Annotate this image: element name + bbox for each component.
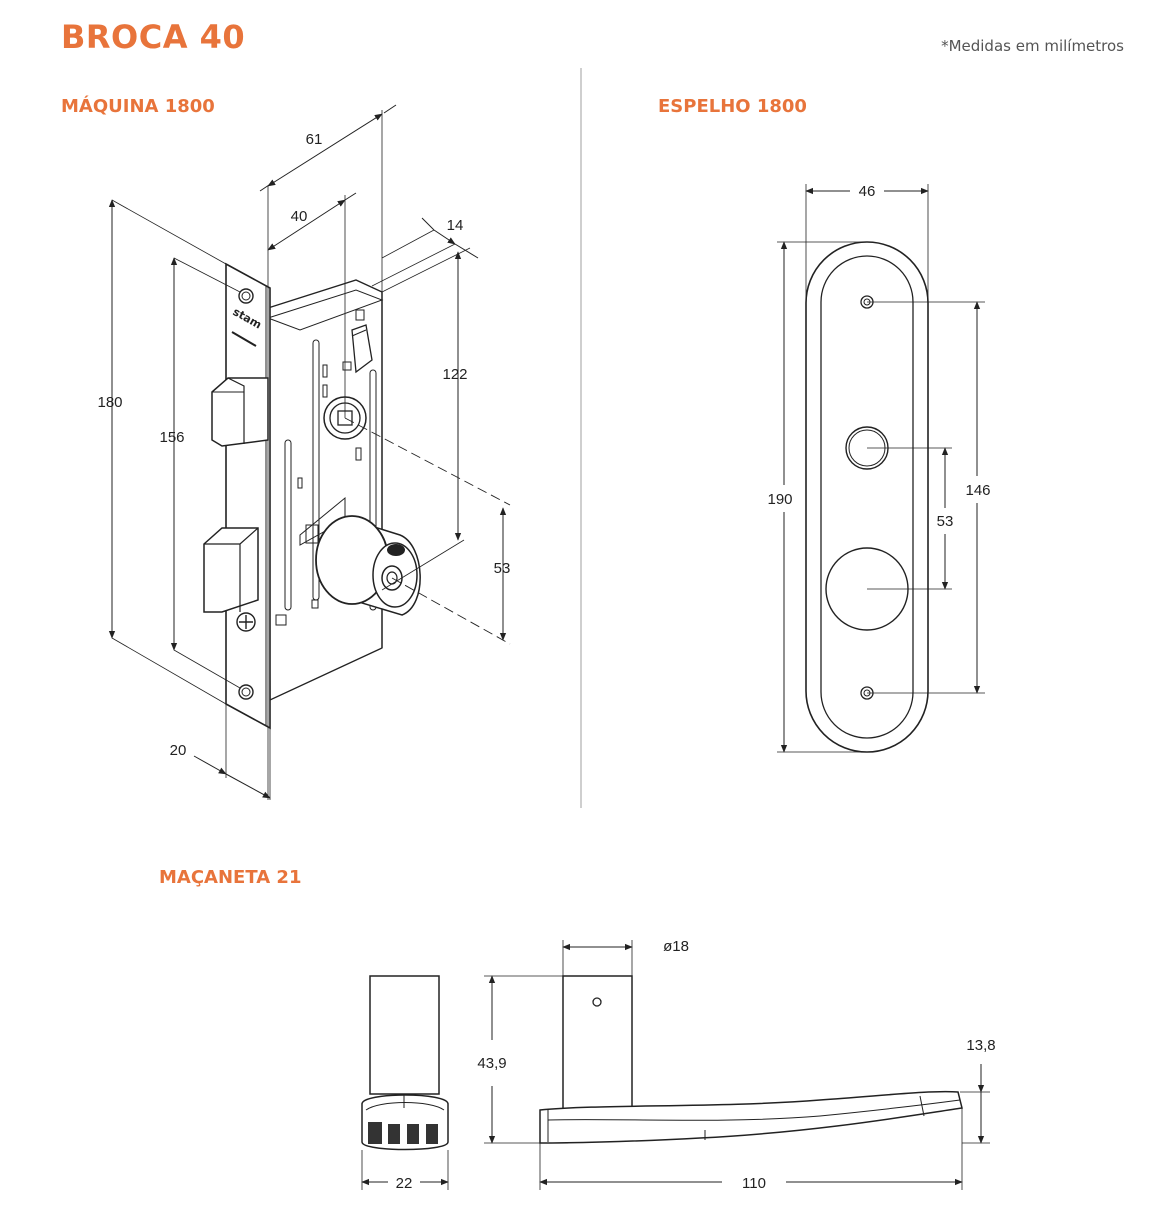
escutcheon-drawing <box>805 241 929 753</box>
handle-side-view <box>539 975 963 1144</box>
handle-dimension-labels: ø18 43,9 13,8 22 110 <box>396 938 996 1192</box>
dim-46: 46 <box>859 183 876 200</box>
section-title-maquina: MÁQUINA 1800 <box>61 96 215 117</box>
dim-14: 14 <box>447 217 464 234</box>
mortise-lock-drawing: stam <box>203 262 421 730</box>
handle-front-view <box>361 975 449 1151</box>
dim-22: 22 <box>396 1175 413 1192</box>
section-divider <box>580 68 582 808</box>
escutcheon-dimension-lines <box>777 184 985 753</box>
page-title: BROCA 40 <box>61 18 246 56</box>
dim-13-8: 13,8 <box>966 1037 995 1054</box>
dim-122: 122 <box>442 366 467 383</box>
dim-190: 190 <box>767 491 792 508</box>
dim-156: 156 <box>159 429 184 446</box>
dim-180: 180 <box>97 394 122 411</box>
dim-diameter-18: ø18 <box>663 938 689 955</box>
handle-spring-coils <box>368 1122 438 1144</box>
dim-110: 110 <box>742 1175 766 1192</box>
dim-53-espelho: 53 <box>937 513 954 530</box>
dim-61: 61 <box>306 131 323 148</box>
dim-43-9: 43,9 <box>477 1055 506 1072</box>
dim-40: 40 <box>291 208 308 225</box>
escutcheon-dimension-labels: 46 190 146 53 <box>767 183 990 530</box>
key-cylinder <box>315 515 421 616</box>
mortise-dimension-labels: 61 40 14 180 156 122 53 20 <box>97 131 510 759</box>
dim-20: 20 <box>170 742 187 759</box>
mortise-dimension-lines <box>108 104 511 800</box>
units-note: *Medidas em milímetros <box>941 37 1124 55</box>
section-title-macaneta: MAÇANETA 21 <box>159 867 302 888</box>
handle-dimension-lines <box>361 940 990 1190</box>
section-title-espelho: ESPELHO 1800 <box>658 96 807 117</box>
dim-53-maquina: 53 <box>494 560 511 577</box>
dim-146: 146 <box>965 482 990 499</box>
